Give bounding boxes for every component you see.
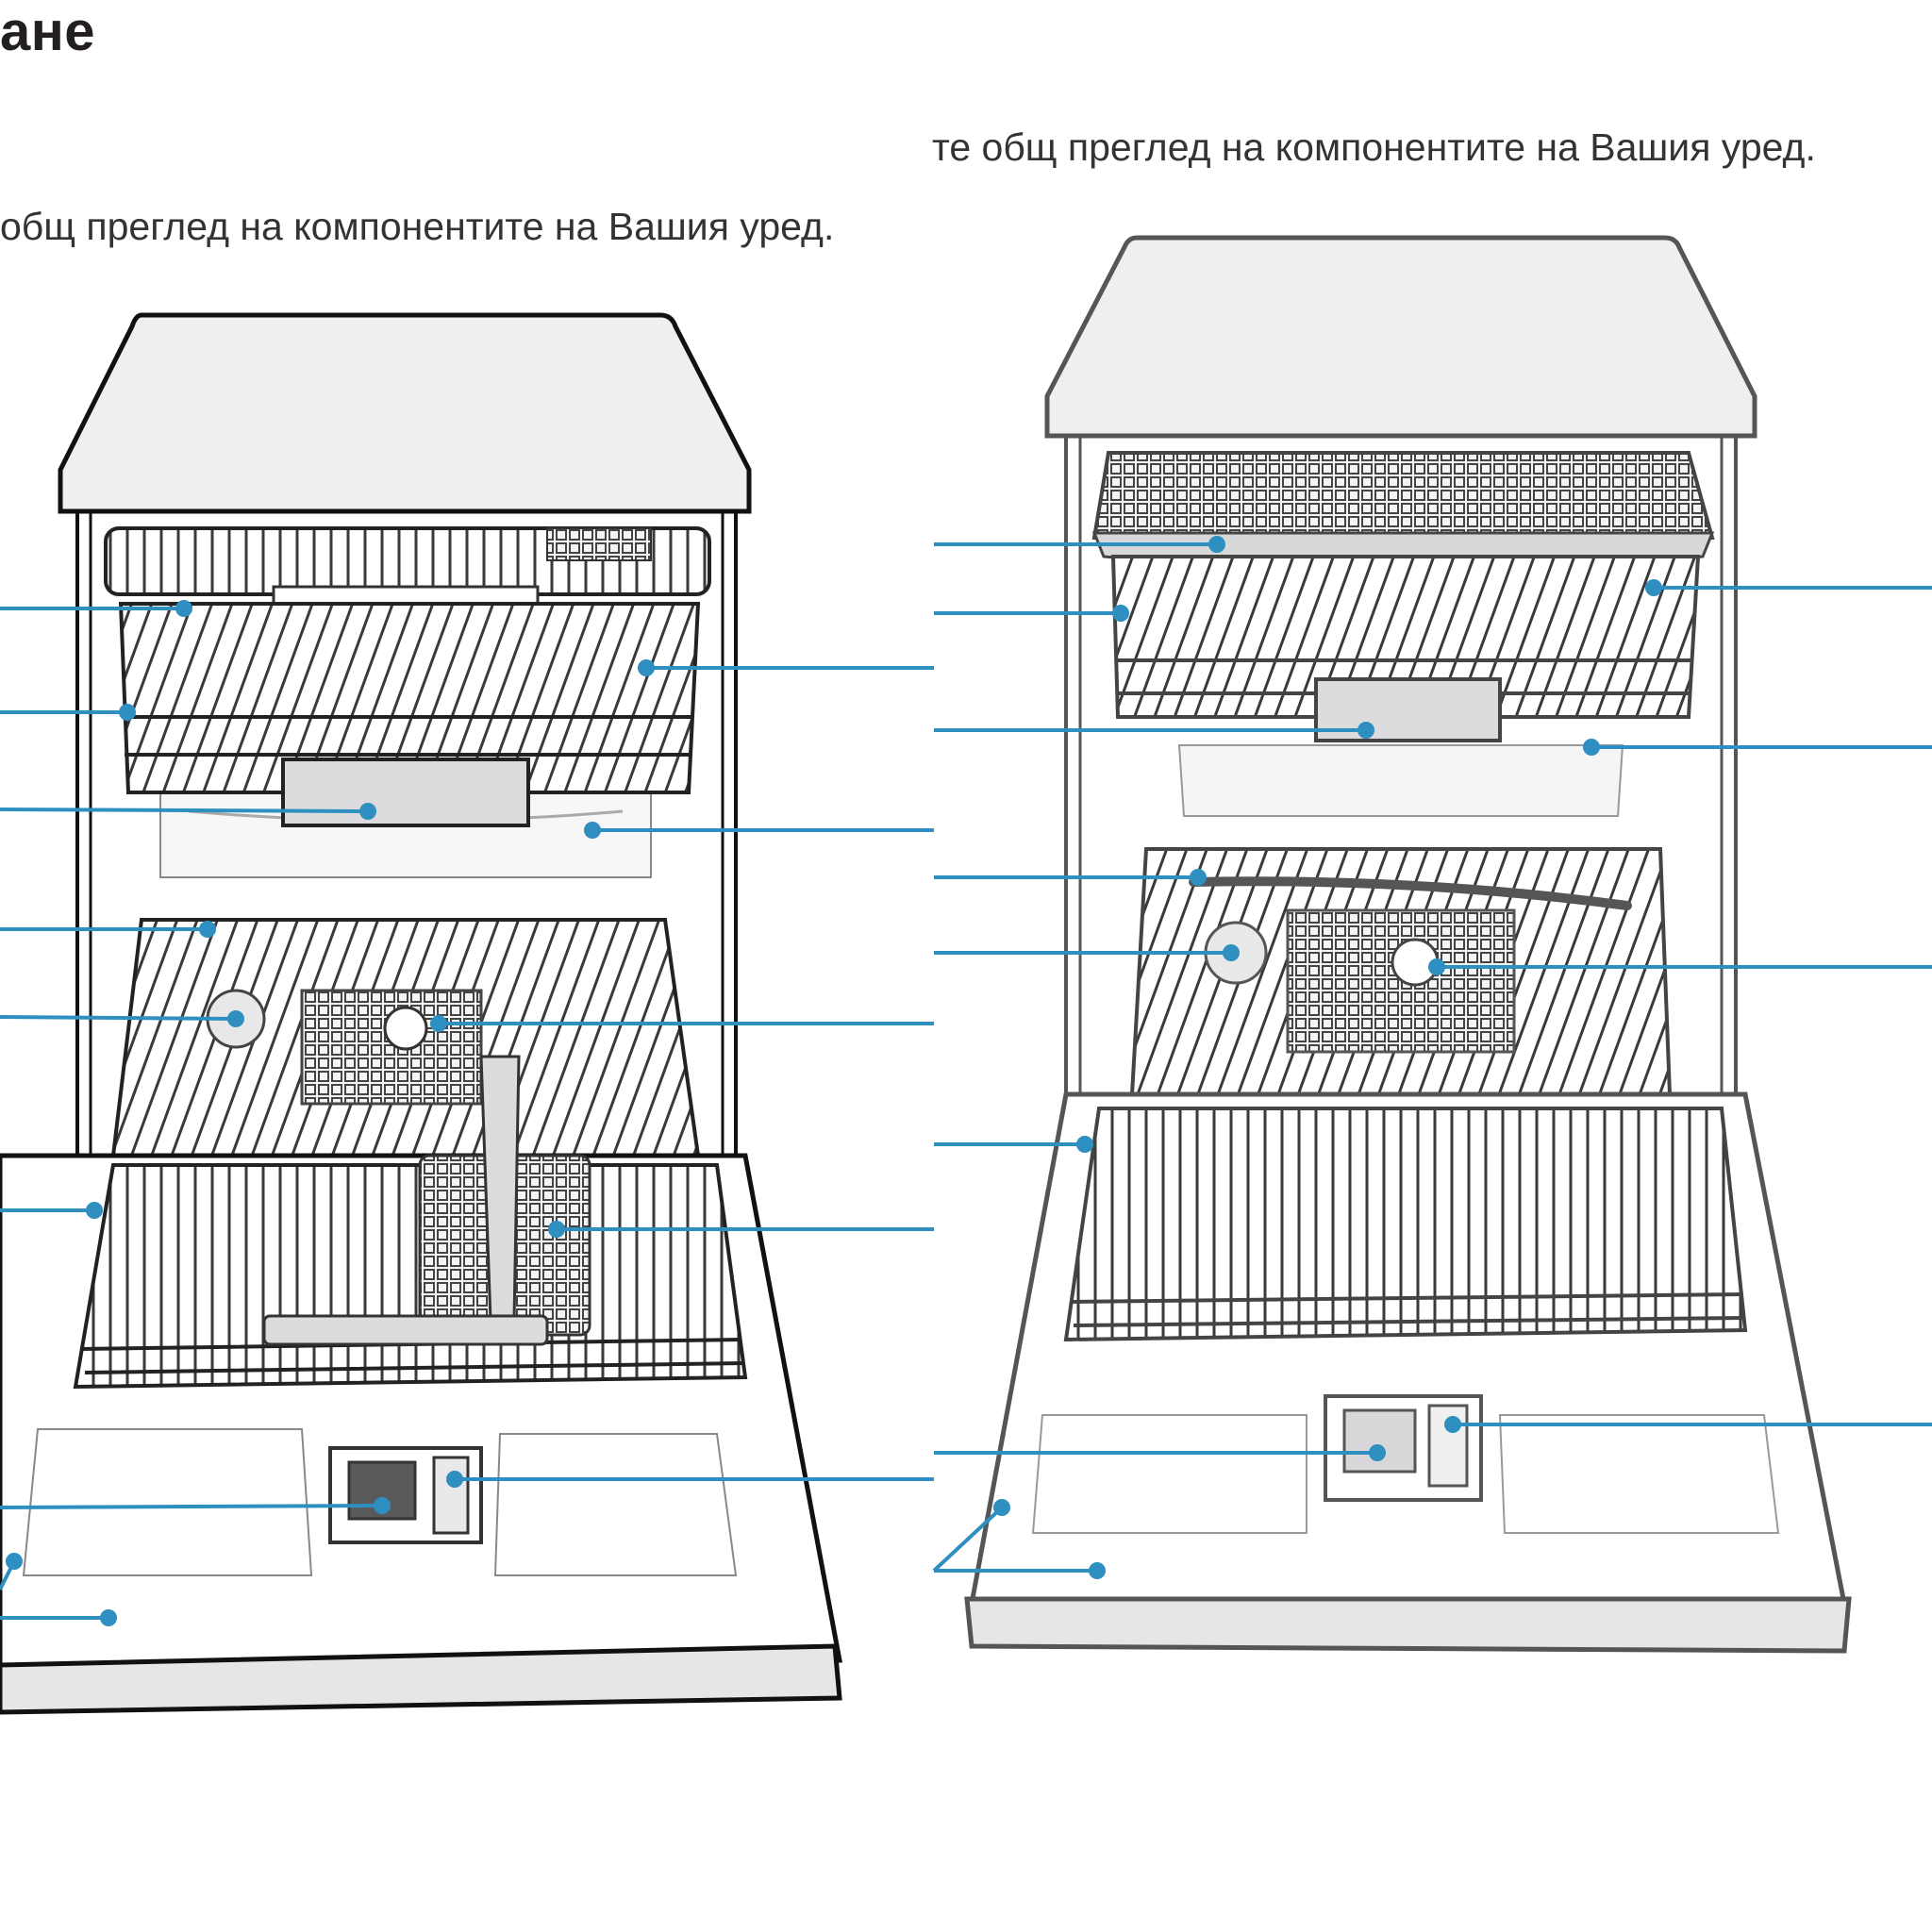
callout-left-10 [638, 659, 934, 676]
section-heading: ане [0, 1, 96, 62]
callout-left-12 [430, 1015, 934, 1032]
upper-tray-left [281, 758, 530, 827]
callout-right-12 [1428, 958, 1932, 975]
callout-right-03 [934, 722, 1374, 739]
callout-right-10 [1645, 579, 1932, 596]
intro-text-right: те общ преглед на компонентите на Вашия … [932, 125, 1816, 169]
callout-left-08 [0, 1553, 23, 1591]
upper-spray-arm-right [1189, 876, 1632, 910]
callout-right-11 [1583, 739, 1932, 756]
callout-left-11 [584, 822, 934, 839]
callout-right-08 [932, 1499, 1010, 1573]
callout-right-07 [934, 1444, 1386, 1461]
callout-left-09 [0, 1609, 117, 1626]
dishwasher-right [964, 235, 1852, 1654]
callout-left-14 [446, 1471, 934, 1488]
upper-basket-right [1110, 555, 1701, 719]
worktop-right [1044, 235, 1757, 439]
callout-right-02 [934, 605, 1129, 622]
callout-left-04 [0, 921, 216, 938]
callout-right-09 [934, 1562, 1106, 1579]
callout-lines [0, 536, 1932, 1626]
upper-basket-left [118, 602, 701, 794]
callout-left-07 [0, 1497, 391, 1514]
worktop [58, 312, 752, 514]
callout-left-01 [0, 600, 192, 617]
intro-text-left: общ преглед на компонентите на Вашия уре… [0, 205, 835, 248]
lower-basket-right [1063, 1107, 1748, 1342]
callout-left-02 [0, 704, 136, 721]
callout-left-05 [0, 1010, 244, 1027]
callout-right-13 [1444, 1416, 1932, 1433]
callout-left-13 [548, 1221, 934, 1238]
callout-right-06 [934, 1136, 1093, 1153]
callout-left-06 [0, 1202, 103, 1219]
callout-right-04 [934, 869, 1207, 886]
callout-left-03 [0, 803, 376, 820]
callout-right-05 [934, 944, 1240, 961]
lower-basket-left [73, 1163, 748, 1390]
cutlery-drawer-right [1091, 451, 1715, 540]
filter-left [300, 989, 483, 1106]
callout-right-01 [934, 536, 1225, 553]
dishwasher-left [0, 312, 843, 1715]
